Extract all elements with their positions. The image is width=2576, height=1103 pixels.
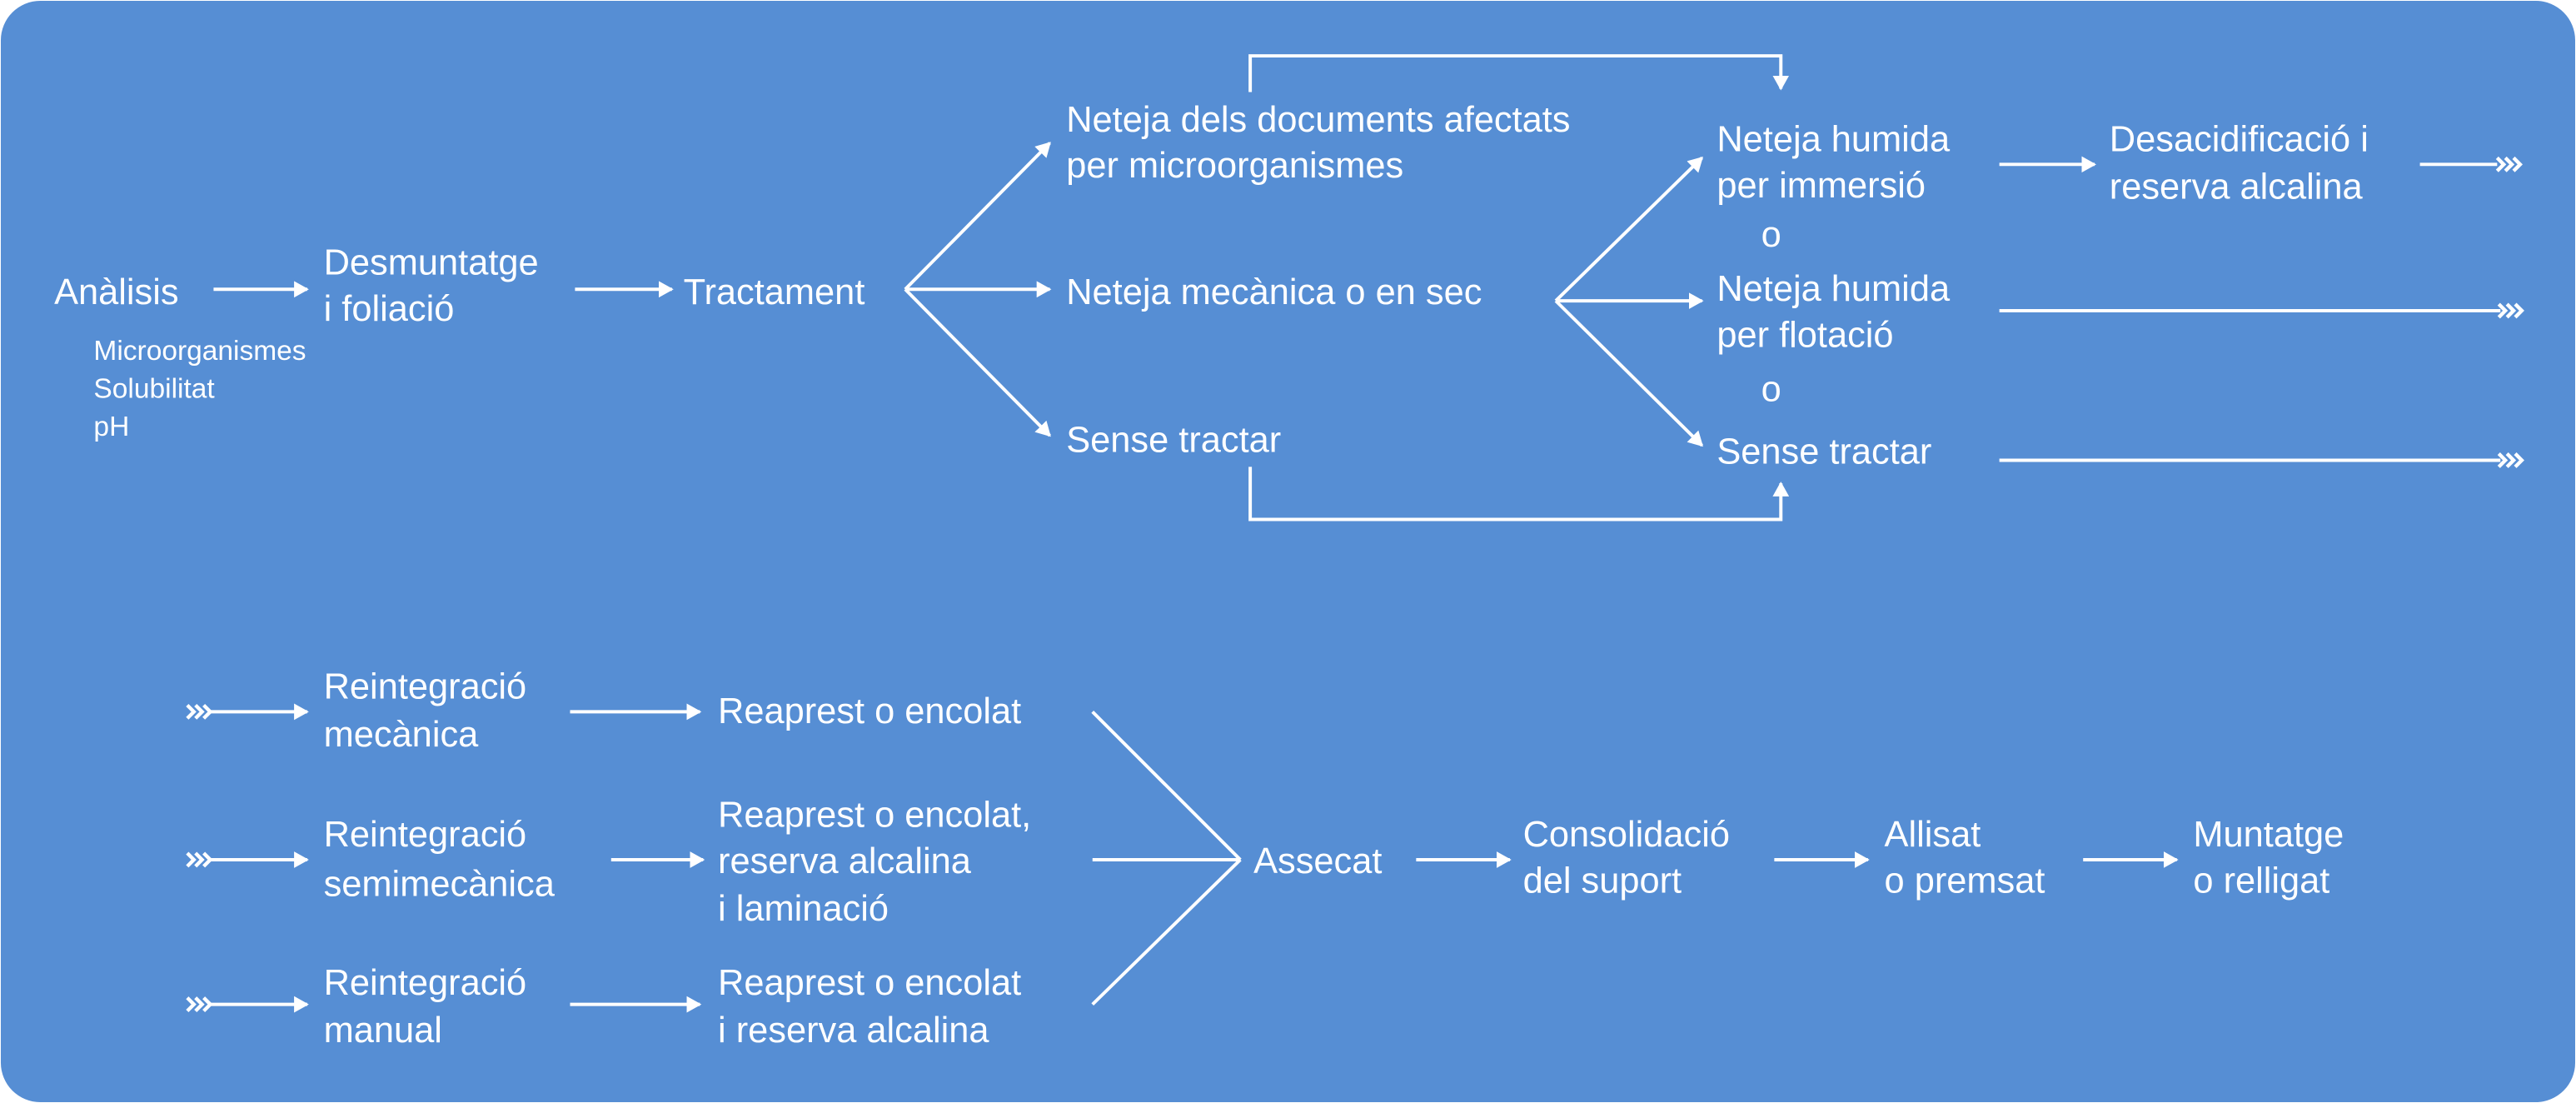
node-reintegracio-semimecanica: Reintegració semimecànica	[324, 815, 556, 904]
node-reintegracio-manual: Reintegració manual	[324, 963, 537, 1051]
node-sense-tractar-2: Sense tractar	[1717, 432, 1931, 472]
node-allisat: Allisat o premsat	[1885, 815, 2045, 901]
analisis-notes: Microorganismes Solubilitat pH	[93, 336, 313, 442]
converge-line-1	[1091, 710, 1242, 861]
or-label-2: o	[1761, 369, 1781, 409]
node-analisis: Anàlisis	[54, 272, 178, 312]
node-tractament: Tractament	[684, 272, 865, 312]
node-desacidificacio: Desacidificació i reserva alcalina	[2110, 120, 2379, 207]
node-assecat: Assecat	[1253, 841, 1382, 881]
node-muntatge: Muntatge o relligat	[2193, 815, 2354, 901]
arrow-to-sense-tractar	[904, 287, 1051, 437]
node-reintegracio-mecanica: Reintegració mecànica	[324, 667, 537, 755]
node-neteja-mecanica: Neteja mecànica o en sec	[1066, 272, 1482, 312]
node-neteja-flotacio: Neteja humida per flotació	[1717, 269, 1960, 355]
converge-line-3	[1091, 858, 1242, 1006]
node-reaprest-2: Reaprest o encolat, reserva alcalina i l…	[718, 796, 1041, 929]
node-neteja-immersio: Neteja humida per immersió	[1717, 120, 1960, 206]
node-sense-tractar-1: Sense tractar	[1066, 421, 1281, 461]
node-desmuntatge: Desmuntatge i foliació	[324, 243, 549, 329]
node-reaprest-1: Reaprest o encolat	[718, 691, 1021, 731]
connector-bottom-bracket	[1248, 467, 1790, 522]
arrow-to-sense-tractar-2	[1554, 299, 1703, 447]
arrow-to-immersio	[1554, 157, 1703, 302]
arrow-to-neteja-micro	[904, 142, 1051, 291]
connector-top-bracket	[1248, 54, 1790, 92]
node-consolidacio: Consolidació del suport	[1523, 815, 1740, 901]
or-label-1: o	[1761, 215, 1781, 255]
node-neteja-micro: Neteja dels documents afectats per micro…	[1066, 100, 1580, 186]
node-reaprest-3: Reaprest o encolat i reserva alcalina	[718, 963, 1031, 1051]
